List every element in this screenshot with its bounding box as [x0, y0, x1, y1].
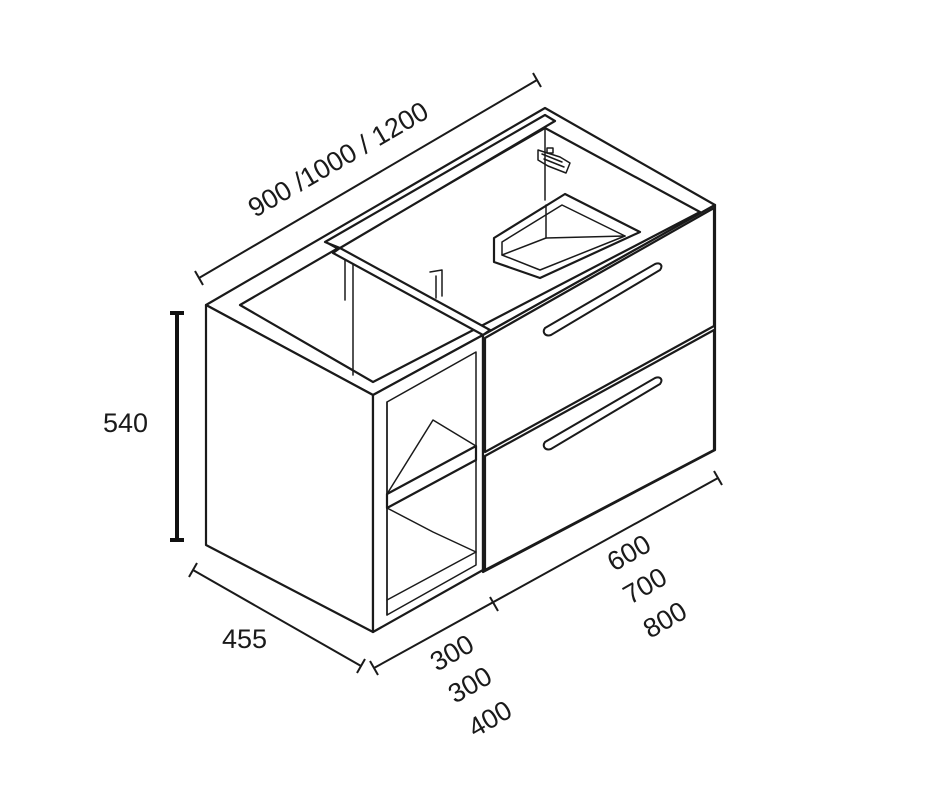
open-shelf-module	[371, 333, 485, 634]
front-width-dimension-line	[373, 477, 719, 669]
cabinet-top-frame	[204, 106, 717, 397]
upper-drawer-handle	[542, 262, 663, 337]
height-label: 540	[103, 408, 148, 438]
wall-bracket-icon	[537, 147, 571, 174]
lower-drawer-handle	[542, 376, 663, 451]
lower-drawer	[483, 328, 716, 572]
open-module-label-3: 400	[463, 695, 517, 744]
depth-label: 455	[222, 624, 267, 654]
dimension-lines	[170, 72, 723, 676]
width-dimension-line	[198, 79, 538, 279]
siphon-cutout	[492, 192, 642, 280]
drawer-module-label-3: 800	[638, 596, 692, 645]
depth-dimension-line	[192, 569, 362, 667]
drawer-handles	[542, 262, 663, 451]
